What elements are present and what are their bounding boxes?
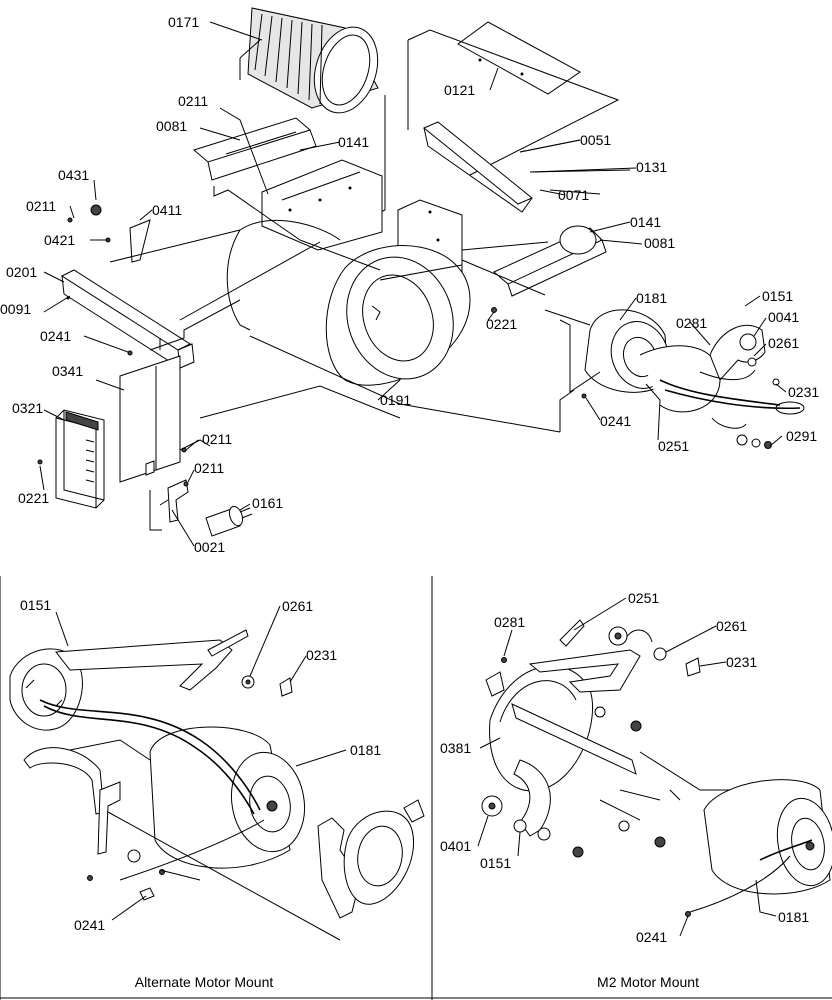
motor-mount-bracket [699, 324, 780, 449]
callout-0211: 0211 [202, 431, 232, 447]
callout-0071: 0071 [558, 187, 589, 203]
blower-housing-front [325, 199, 471, 386]
callout-0401: 0401 [440, 838, 471, 854]
callout-0091: 0091 [0, 301, 31, 317]
callout-0121: 0121 [444, 82, 475, 98]
section-dividers [0, 576, 832, 1000]
callout-0411: 0411 [152, 202, 182, 218]
callout-0231: 0231 [726, 654, 757, 670]
callout-0131: 0131 [636, 159, 667, 175]
callout-0281: 0281 [676, 315, 707, 331]
right-rail [493, 225, 607, 297]
callout-0241: 0241 [600, 413, 631, 429]
panel-guide-lines [407, 29, 620, 176]
callout-0201: 0201 [6, 264, 37, 280]
caption-m2-motor-mount: M2 Motor Mount [597, 974, 699, 990]
assembly-guide-lines [109, 186, 575, 531]
blower-housing-side [261, 159, 383, 251]
callout-0281: 0281 [494, 614, 525, 630]
callout-0051: 0051 [580, 132, 611, 148]
callout-0241: 0241 [74, 917, 105, 933]
callout-0141: 0141 [338, 134, 369, 150]
blower-motor [584, 309, 805, 415]
callout-0231: 0231 [306, 647, 337, 663]
callout-0261: 0261 [716, 618, 747, 634]
callout-0251: 0251 [628, 590, 659, 606]
callout-0191: 0191 [380, 392, 411, 408]
screws-top [37, 204, 587, 487]
caption-alternate-motor-mount: Alternate Motor Mount [135, 974, 274, 990]
callout-0211: 0211 [194, 460, 224, 476]
alternate-motor-mount-drawing [9, 629, 425, 941]
control-board [55, 409, 105, 509]
callout-0241: 0241 [40, 328, 71, 344]
callout-0381: 0381 [440, 740, 471, 756]
callout-0151: 0151 [480, 855, 511, 871]
callout-0181: 0181 [636, 290, 667, 306]
callout-0241: 0241 [636, 929, 667, 945]
callout-leader-lines [39, 21, 787, 937]
callout-0421: 0421 [44, 232, 75, 248]
callout-0041: 0041 [768, 309, 799, 325]
callout-0081: 0081 [156, 118, 187, 134]
callout-0211: 0211 [26, 198, 56, 214]
left-rail [60, 269, 195, 369]
callout-0341: 0341 [52, 363, 83, 379]
callout-0151: 0151 [20, 597, 51, 613]
capacitor [205, 505, 253, 537]
callout-0021: 0021 [194, 539, 225, 555]
blower-scroll [226, 219, 341, 331]
callout-0261: 0261 [282, 598, 313, 614]
callout-0181: 0181 [778, 909, 809, 925]
top-left-rail [192, 117, 317, 181]
callout-0251: 0251 [658, 438, 689, 454]
callout-0151: 0151 [762, 288, 793, 304]
callout-labels: 0171 0121 0211 0081 0141 0051 0131 0071 … [0, 14, 819, 945]
callout-0221: 0221 [486, 316, 517, 332]
callout-0221: 0221 [18, 490, 49, 506]
callout-0321: 0321 [12, 400, 43, 416]
callout-0431: 0431 [58, 167, 89, 183]
callout-0081: 0081 [644, 235, 675, 251]
callout-0231: 0231 [788, 384, 819, 400]
callout-0181: 0181 [350, 742, 381, 758]
callout-0161: 0161 [252, 495, 283, 511]
motor-leaders [544, 309, 601, 393]
top-right-rail [423, 121, 533, 213]
callout-0171: 0171 [168, 14, 199, 30]
callout-0291: 0291 [786, 428, 817, 444]
top-panel [457, 21, 581, 95]
m2-motor-mount-drawing [481, 619, 832, 917]
control-box [119, 355, 181, 483]
capacitor-bracket [167, 479, 189, 523]
blower-wheel [247, 7, 379, 114]
callout-0261: 0261 [768, 335, 799, 351]
callout-0141: 0141 [630, 214, 661, 230]
callout-0211: 0211 [178, 93, 208, 109]
